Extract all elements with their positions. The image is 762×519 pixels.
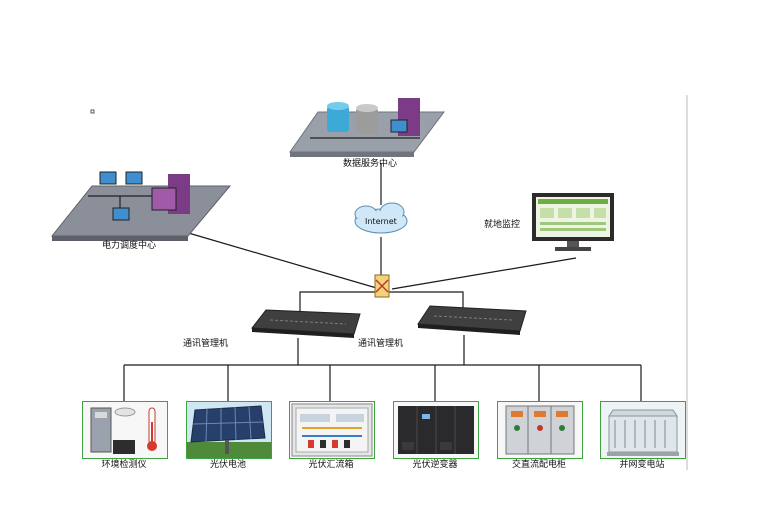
stray-dot <box>90 109 95 114</box>
device-pv-panel <box>186 401 272 459</box>
switch-left-graphic <box>251 309 361 338</box>
data-center-label: 数据服务中心 <box>343 159 398 169</box>
combiner-box-icon <box>291 403 373 457</box>
inverter-icon <box>398 406 474 454</box>
link-dispatch-hub <box>184 231 381 290</box>
local-monitor-label: 就地监控 <box>484 220 521 230</box>
device-distribution-cabinet <box>497 401 583 459</box>
device-inverter <box>393 401 479 459</box>
switch-right-graphic <box>417 305 527 335</box>
device-label: 光伏逆变器 <box>412 460 458 470</box>
data-center-graphic <box>289 98 445 157</box>
link-monitor-hub <box>391 257 577 290</box>
pv-panel-icon <box>187 402 271 458</box>
comm-manager-left-label: 通讯管理机 <box>183 339 229 349</box>
hub-graphic <box>374 274 390 298</box>
device-label: 光伏汇流箱 <box>308 460 354 470</box>
dispatch-center-label: 电力调度中心 <box>102 241 157 251</box>
dispatch-center-graphic <box>50 171 232 241</box>
device-label: 并网变电站 <box>619 460 665 470</box>
internet-cloud-icon <box>354 202 408 234</box>
device-label: 环境检测仪 <box>101 460 147 470</box>
device-label: 交直流配电柜 <box>511 460 566 470</box>
device-label: 光伏电池 <box>209 460 246 470</box>
comm-manager-right-label: 通讯管理机 <box>358 339 404 349</box>
internet-label: Internet <box>365 217 397 226</box>
device-combiner-box <box>289 401 375 459</box>
device-substation <box>600 401 686 459</box>
distribution-cabinet-icon <box>505 405 575 455</box>
env-monitor-icon <box>90 407 157 454</box>
device-env-monitor <box>82 401 168 459</box>
monitor-graphic <box>532 193 614 251</box>
substation-icon <box>601 402 685 458</box>
